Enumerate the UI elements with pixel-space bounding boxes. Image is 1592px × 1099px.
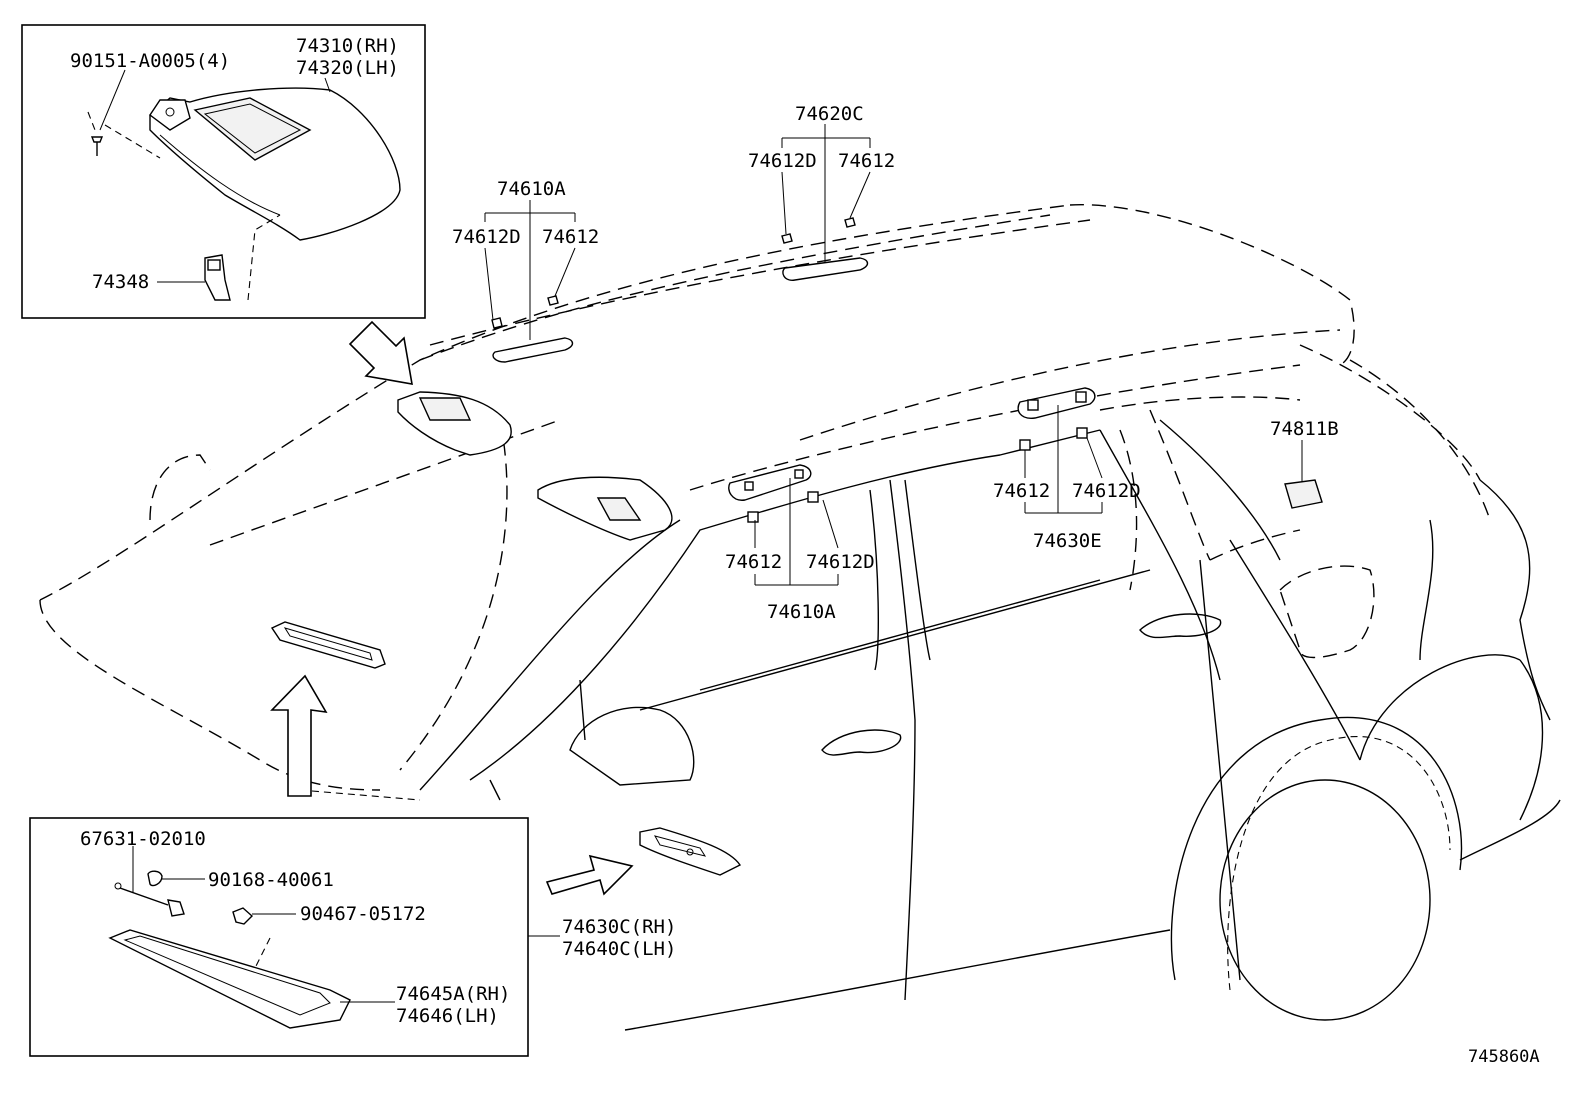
label-rear-lamp: 74811B [1270, 418, 1339, 440]
label-grip-rear: 74630E [1033, 530, 1102, 552]
label-console-rh: 74630C(RH) [562, 916, 676, 938]
label-grip-mid-top-cap: 74612 [838, 150, 895, 172]
label-grip-front-top-cap-d: 74612D [452, 226, 521, 248]
grip-rear [1017, 387, 1103, 514]
label-grip-front-lower: 74610A [767, 601, 836, 623]
label-visor-rh: 74310(RH) [296, 35, 399, 57]
label-grip-front-lower-cap-d: 74612D [806, 551, 875, 573]
grip-front-top [484, 200, 576, 363]
label-grip-rear-cap: 74612 [993, 480, 1050, 502]
label-mirror-lh: 74646(LH) [396, 1005, 499, 1027]
label-grip-front-lower-cap: 74612 [725, 551, 782, 573]
label-lamp-clip: 90467-05172 [300, 903, 426, 925]
label-grip-rear-cap-d: 74612D [1072, 480, 1141, 502]
label-grip-front-top: 74610A [497, 178, 566, 200]
rear-lamp [1284, 440, 1323, 509]
label-grip-mid-top: 74620C [795, 103, 864, 125]
callout-arrow-icon [545, 854, 634, 896]
callout-arrow-icon [348, 320, 413, 385]
label-visor-holder: 74348 [92, 271, 149, 293]
label-grip-front-top-cap: 74612 [542, 226, 599, 248]
visor-detail-box [21, 24, 426, 319]
figure-code: 745860A [1468, 1047, 1540, 1067]
callout-arrow-icon [270, 674, 328, 797]
label-mirror-rh: 74645A(RH) [396, 983, 510, 1005]
label-grip-mid-top-cap-d: 74612D [748, 150, 817, 172]
grip-mid-top [781, 124, 871, 281]
label-lamp-bulb: 90168-40061 [208, 869, 334, 891]
label-console-lh: 74640C(LH) [562, 938, 676, 960]
visor-installed [397, 391, 673, 541]
label-lamp-wire: 67631-02010 [80, 828, 206, 850]
vehicle-outline [39, 204, 1561, 1031]
label-visor-screw: 90151-A0005(4) [70, 50, 230, 72]
lamp-detail-box [29, 817, 560, 1057]
grip-front-lower [728, 464, 839, 586]
label-visor-lh: 74320(LH) [296, 57, 399, 79]
console-installed [270, 621, 386, 669]
roof-console [639, 827, 742, 876]
